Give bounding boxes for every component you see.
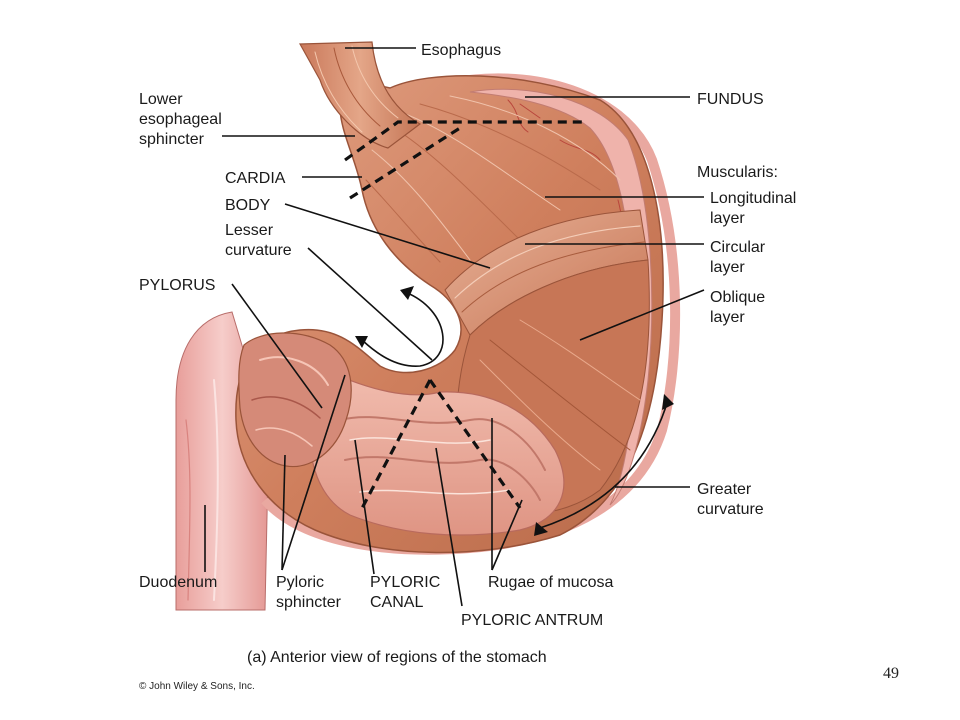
label-les-line3: sphincter (139, 131, 205, 148)
label-longitudinal-line1: Longitudinal (710, 190, 796, 207)
label-circular-line1: Circular (710, 239, 766, 256)
figure-caption: (a) Anterior view of regions of the stom… (247, 649, 547, 666)
leader-lines (204, 47, 705, 607)
label-circular-line2: layer (710, 259, 745, 276)
label-greater-line1: Greater (697, 481, 752, 498)
label-pyloric-sphincter-line1: Pyloric (276, 574, 324, 591)
label-pylorus: PYLORUS (139, 277, 215, 294)
label-oblique-line2: layer (710, 309, 745, 326)
page-number: 49 (883, 665, 899, 682)
region-boundaries (344, 120, 585, 513)
label-rugae: Rugae of mucosa (488, 574, 614, 591)
copyright-notice: © John Wiley & Sons, Inc. (139, 681, 255, 692)
fundus-cut (469, 88, 653, 506)
label-lesser-line1: Lesser (225, 222, 274, 239)
label-pyloric-canal-line1: PYLORIC (370, 574, 440, 591)
label-les-line1: Lower (139, 91, 183, 108)
label-muscularis: Muscularis: (697, 164, 778, 181)
label-pyloric-canal-line2: CANAL (370, 594, 423, 611)
label-esophagus: Esophagus (421, 42, 501, 59)
esophagus (298, 41, 422, 149)
label-oblique-line1: Oblique (710, 289, 765, 306)
label-longitudinal-line2: layer (710, 210, 745, 227)
label-duodenum: Duodenum (139, 574, 217, 591)
longitudinal-fibers (365, 95, 621, 263)
label-body: BODY (225, 197, 271, 214)
label-lesser-line2: curvature (225, 242, 292, 259)
label-pyloric-antrum: PYLORIC ANTRUM (461, 612, 603, 629)
label-cardia: CARDIA (225, 170, 286, 187)
label-greater-line2: curvature (697, 501, 764, 518)
pylorus-cut (238, 332, 352, 468)
label-fundus: FUNDUS (697, 91, 764, 108)
stomach-illustration (175, 41, 681, 611)
curvature-arrows (355, 286, 674, 536)
label-pyloric-sphincter-line2: sphincter (276, 594, 342, 611)
labels: Esophagus Lower esophageal sphincter CAR… (139, 42, 796, 629)
label-les-line2: esophageal (139, 111, 222, 128)
